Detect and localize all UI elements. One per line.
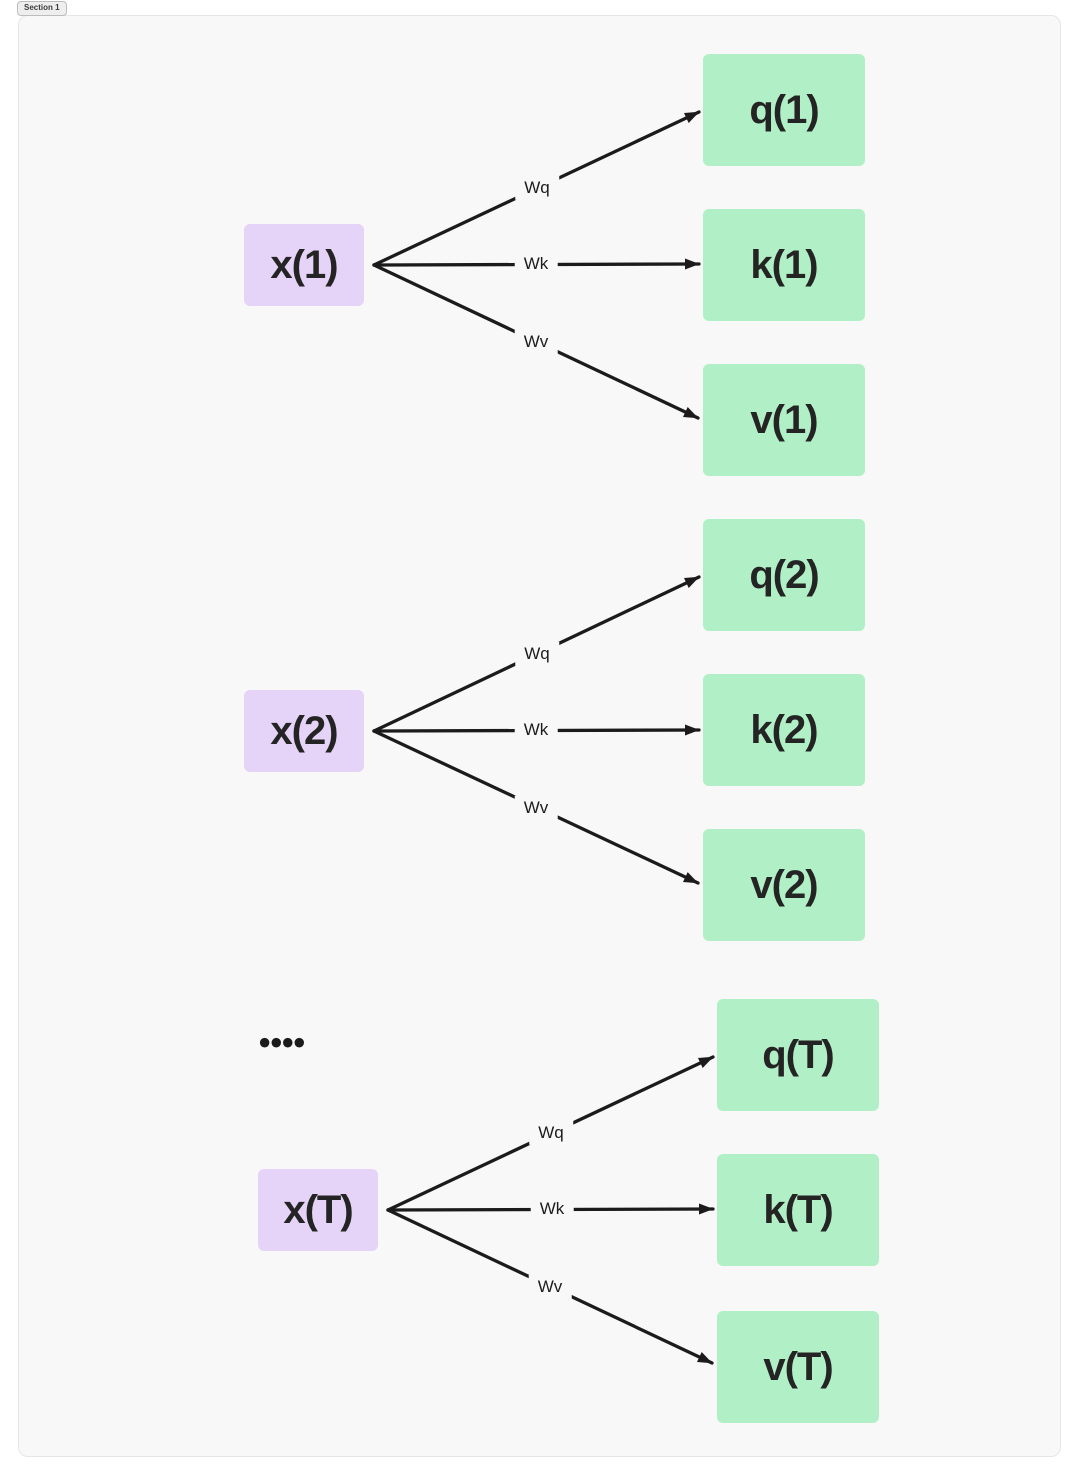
node-x1[interactable]: x(1) (244, 224, 364, 306)
arrow-label-wk-T[interactable]: Wk (530, 1196, 574, 1222)
node-xT[interactable]: x(T) (258, 1169, 378, 1251)
arrow-label-wk-2[interactable]: Wk (514, 717, 558, 743)
arrow-label-wq-T[interactable]: Wq (529, 1120, 573, 1146)
node-v2[interactable]: v(2) (703, 829, 865, 941)
ellipsis-dots[interactable]: •••• (258, 1023, 306, 1061)
frame-label[interactable]: Section 1 (17, 1, 67, 16)
node-q1[interactable]: q(1) (703, 54, 865, 166)
canvas-frame: x(1) q(1) k(1) v(1) Wq Wk Wv x(2) q(2) k… (18, 15, 1061, 1457)
node-qT[interactable]: q(T) (717, 999, 879, 1111)
arrow-label-wk-1[interactable]: Wk (514, 251, 558, 277)
node-kT[interactable]: k(T) (717, 1154, 879, 1266)
node-k1[interactable]: k(1) (703, 209, 865, 321)
node-x2[interactable]: x(2) (244, 690, 364, 772)
arrow-label-wv-1[interactable]: Wv (514, 329, 558, 355)
node-v1[interactable]: v(1) (703, 364, 865, 476)
node-vT[interactable]: v(T) (717, 1311, 879, 1423)
arrow-label-wv-2[interactable]: Wv (514, 795, 558, 821)
arrow-label-wq-2[interactable]: Wq (515, 641, 559, 667)
node-k2[interactable]: k(2) (703, 674, 865, 786)
node-q2[interactable]: q(2) (703, 519, 865, 631)
arrow-label-wq-1[interactable]: Wq (515, 175, 559, 201)
arrow-label-wv-T[interactable]: Wv (528, 1274, 572, 1300)
